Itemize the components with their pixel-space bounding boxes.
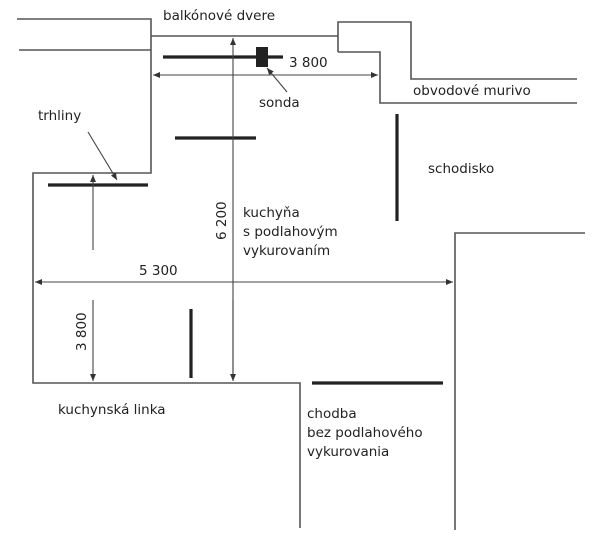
cracks-leader [87,131,118,181]
kitchen-unit-label: kuchynská linka [58,402,166,418]
kitchen-label-1: kuchyňa [243,205,300,221]
cracks [48,55,443,385]
wall-staircase-corner [454,232,585,530]
left-depth-label: 3 800 [74,312,90,351]
walls [17,18,585,530]
wall-perimeter-inner [338,51,577,104]
top-width-label: 3 800 [289,55,328,71]
perimeter-wall-label: obvodové murivo [413,83,531,99]
wall-top-left-outer [17,18,301,528]
total-width-label: 5 300 [139,263,178,279]
probe-marker [256,47,268,67]
kitchen-label-2: s podlahovým [243,224,338,240]
room-depth-label: 6 200 [214,201,230,240]
corridor-label-2: bez podlahového [307,425,423,441]
dimension-lines [35,38,453,381]
corridor-label-1: chodba [307,406,357,422]
cracks-label: trhliny [38,108,81,124]
probe-label: sonda [259,95,300,111]
corridor-label-3: vykurovania [307,444,389,460]
kitchen-label-3: vykurovaním [243,243,330,259]
probe-leader [266,67,288,93]
balcony-door-label: balkónové dvere [163,8,275,24]
wall-perimeter-outer [337,21,577,80]
staircase-label: schodisko [428,161,494,177]
